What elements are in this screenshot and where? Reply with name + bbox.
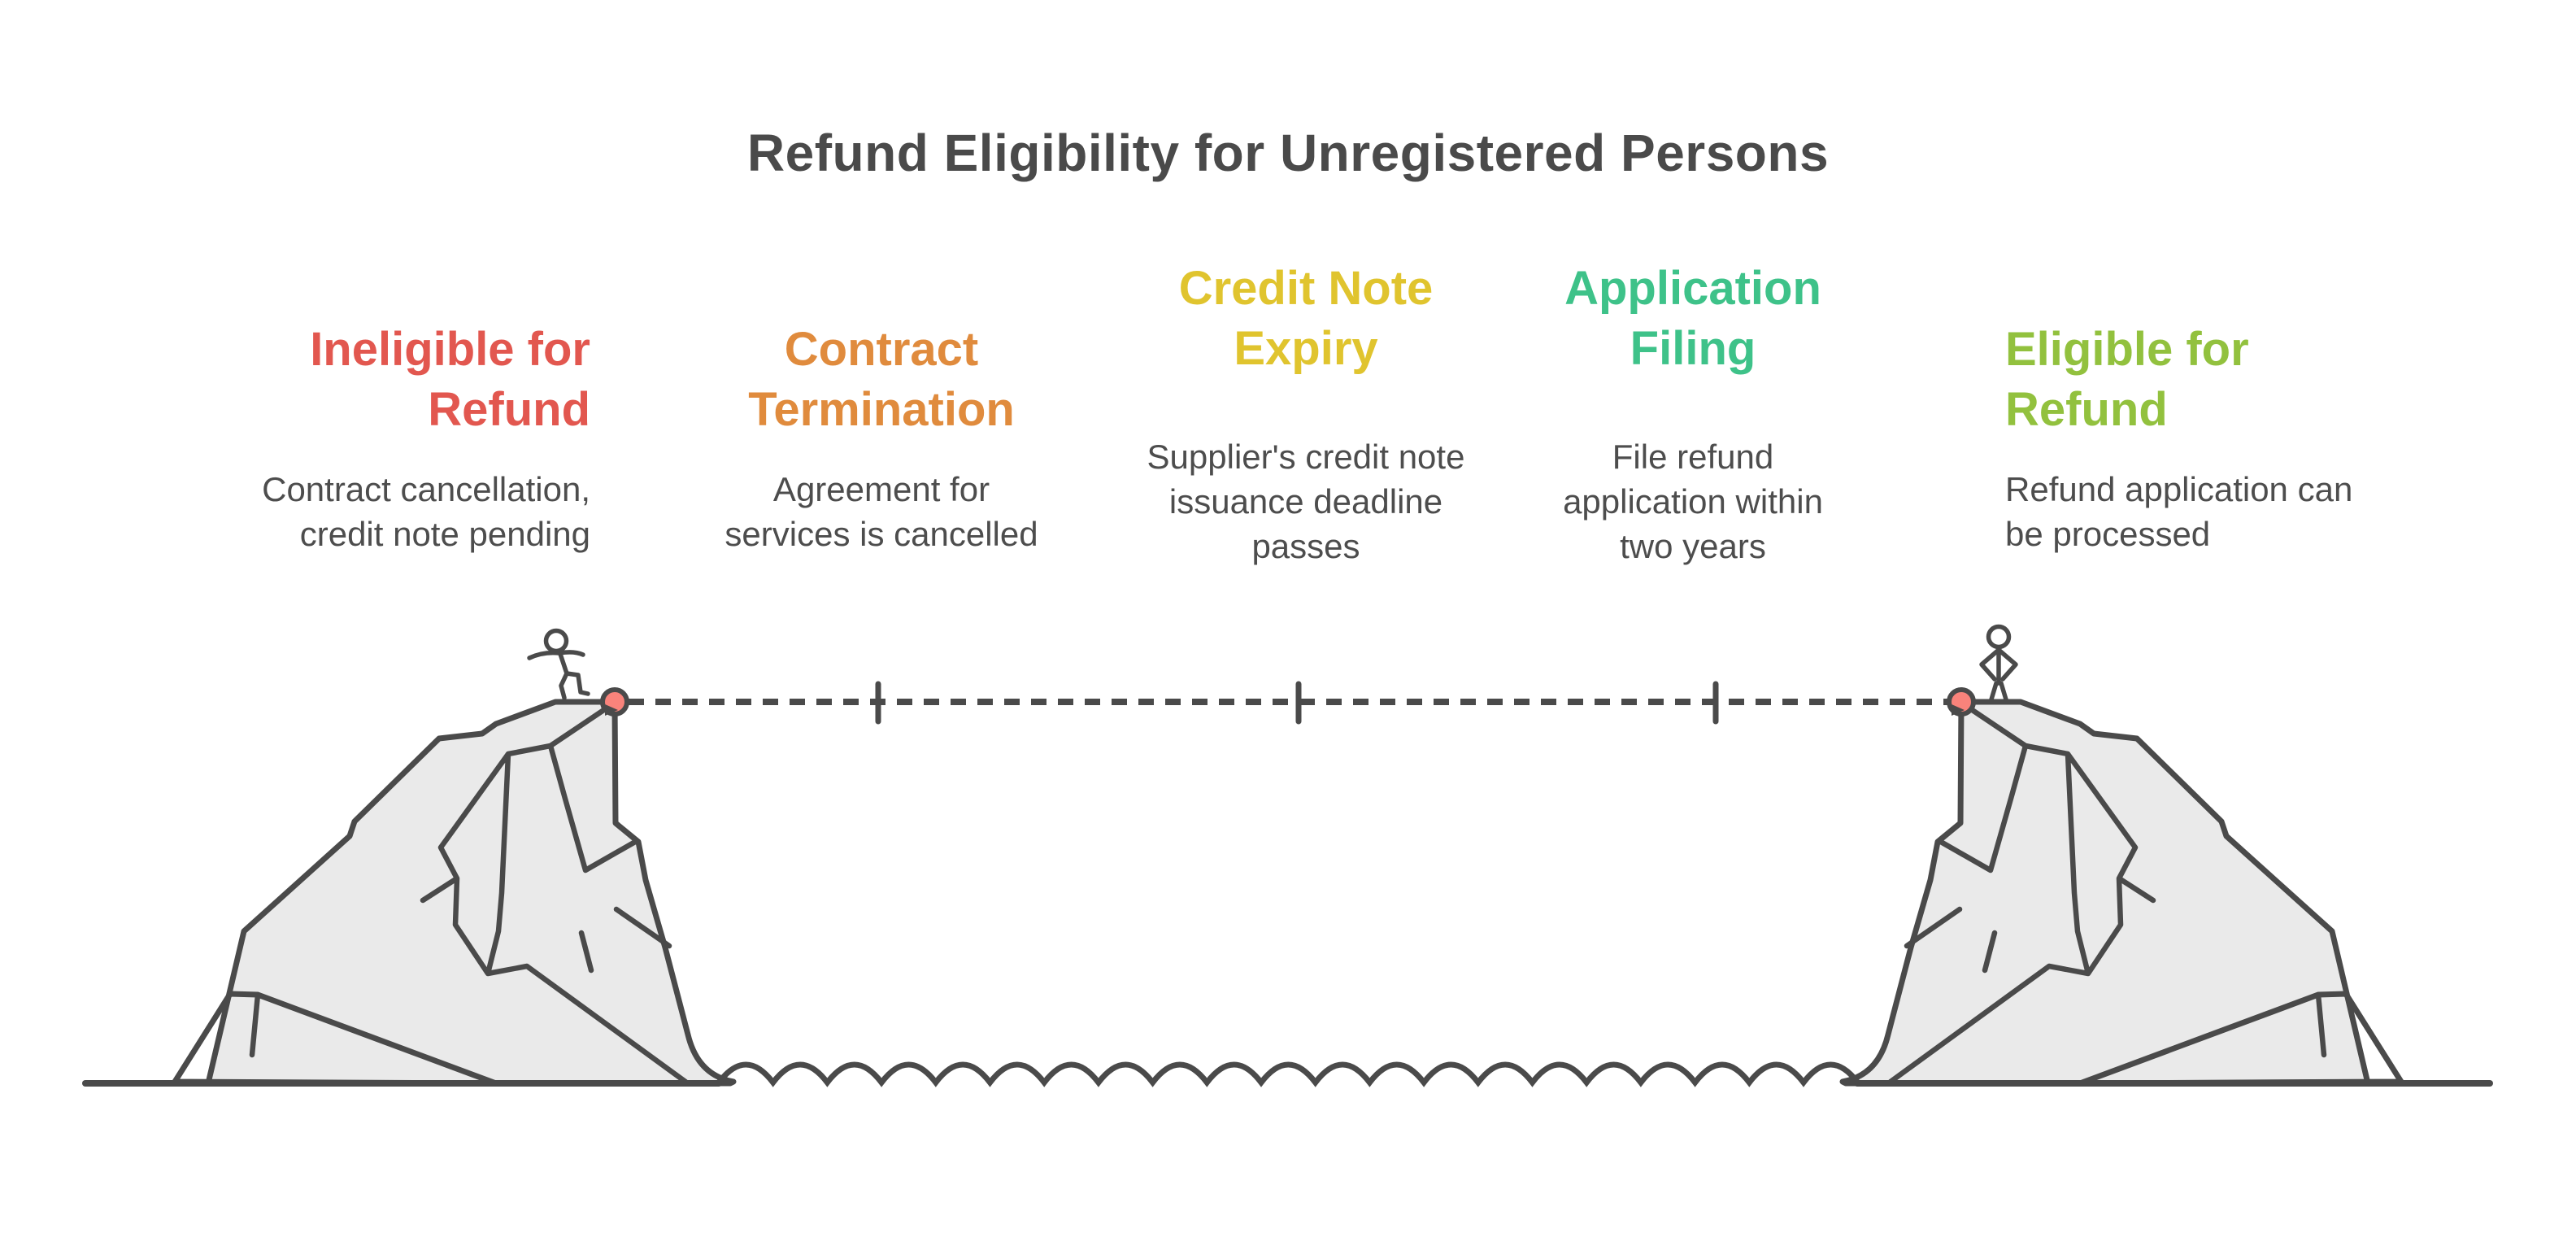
stage-label-credit-note-expiry: Credit Note Expiry	[1178, 262, 1434, 375]
stage-description-ineligible-for-refund: Contract cancellation, credit note pendi…	[262, 470, 590, 553]
stage-label-application-filing: Application Filing	[1564, 262, 1821, 375]
stage-description-contract-termination: Agreement for services is cancelled	[724, 470, 1038, 553]
right-cliff-cracks	[1887, 703, 2327, 1085]
right-cliff	[1839, 699, 2404, 1087]
right-cliff-outline	[1839, 699, 2371, 1087]
stage-label-ineligible-for-refund: Ineligible for Refund	[310, 323, 590, 436]
segment-tick-marks	[875, 681, 1719, 725]
stage-label-contract-termination: Contract Termination	[748, 323, 1015, 436]
left-cliff-cracks	[249, 703, 689, 1085]
right-cliff-shape	[1843, 702, 2368, 1083]
climber-figure-icon	[527, 628, 590, 700]
left-anchor-marker-icon	[600, 687, 629, 717]
stage-description-credit-note-expiry: Supplier's credit note issuance deadline…	[1147, 438, 1465, 565]
left-cliff	[172, 699, 737, 1087]
right-anchor-marker-icon	[1947, 687, 1976, 717]
left-cliff-shape	[208, 702, 733, 1083]
stage-description-application-filing: File refund application within two years	[1563, 438, 1823, 565]
water-waves	[716, 1061, 1861, 1087]
stage-label-eligible-for-refund: Eligible for Refund	[2005, 323, 2249, 436]
standing-person-icon	[1979, 624, 2018, 702]
left-cliff-outline	[205, 699, 737, 1087]
stage-description-eligible-for-refund: Refund application can be processed	[2005, 470, 2353, 553]
page-title: Refund Eligibility for Unregistered Pers…	[746, 124, 1830, 182]
